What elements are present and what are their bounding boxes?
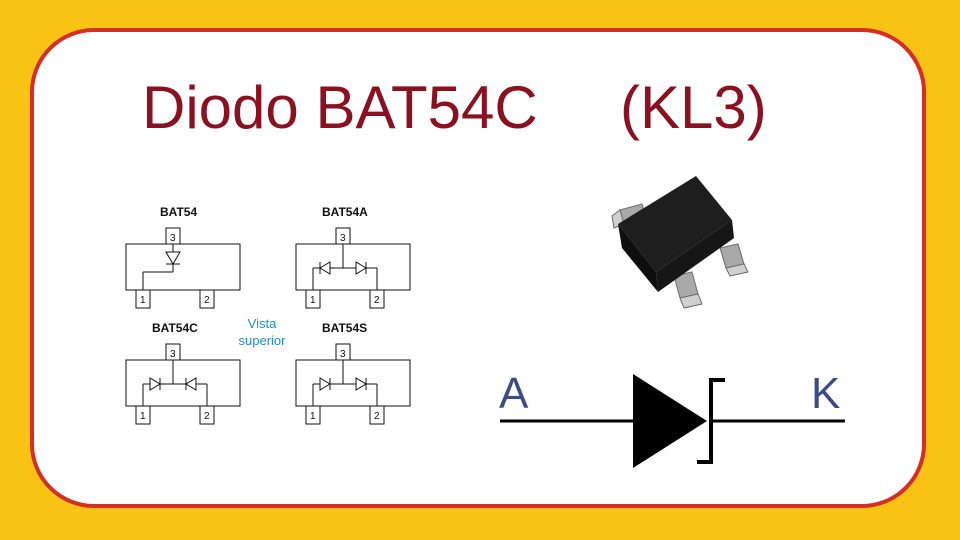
package-label: BAT54S (322, 321, 367, 335)
pin-number: 3 (340, 349, 346, 360)
marking-code: (KL3) (620, 74, 767, 141)
schottky-diode-symbol: A K (499, 369, 845, 468)
pin-number: 3 (170, 233, 176, 244)
pin-number: 2 (204, 295, 210, 306)
diode-pair-symbol (312, 244, 378, 290)
package-body (618, 176, 732, 272)
package-label: BAT54C (152, 321, 198, 335)
page-title: Diodo BAT54C (142, 74, 538, 141)
view-note: Vista superior (222, 315, 302, 349)
package-lead (719, 243, 749, 277)
view-note-line1: Vista (247, 316, 277, 331)
package-bat54a: BAT54A 3 1 2 (295, 205, 411, 309)
pin-number: 3 (340, 233, 346, 244)
pin-number: 2 (204, 411, 210, 422)
package-bat54: BAT54 3 1 2 (125, 205, 241, 309)
package-label: BAT54 (160, 205, 197, 219)
package-diagrams: BAT54 3 1 2 BAT54A 3 1 2 (125, 205, 411, 425)
pin-number: 1 (310, 295, 316, 306)
pin-number: 1 (140, 411, 146, 422)
pin-number: 2 (374, 295, 380, 306)
diode-series-symbol (312, 360, 378, 406)
anode-label: A (499, 369, 529, 418)
view-note-line2: superior (238, 333, 286, 348)
pin-number: 3 (170, 349, 176, 360)
pin-number: 1 (140, 295, 146, 306)
diode-triangle (633, 374, 707, 468)
sot23-package-image (611, 176, 749, 309)
package-lead (673, 271, 703, 309)
pin-number: 2 (374, 411, 380, 422)
package-bat54s: BAT54S 3 1 2 (295, 321, 411, 425)
diode-pair-symbol (142, 360, 208, 406)
diode-symbol (142, 244, 181, 290)
cathode-label: K (811, 369, 840, 418)
pin-number: 1 (310, 411, 316, 422)
package-bat54c: BAT54C 3 1 2 (125, 321, 241, 425)
package-label: BAT54A (322, 205, 368, 219)
